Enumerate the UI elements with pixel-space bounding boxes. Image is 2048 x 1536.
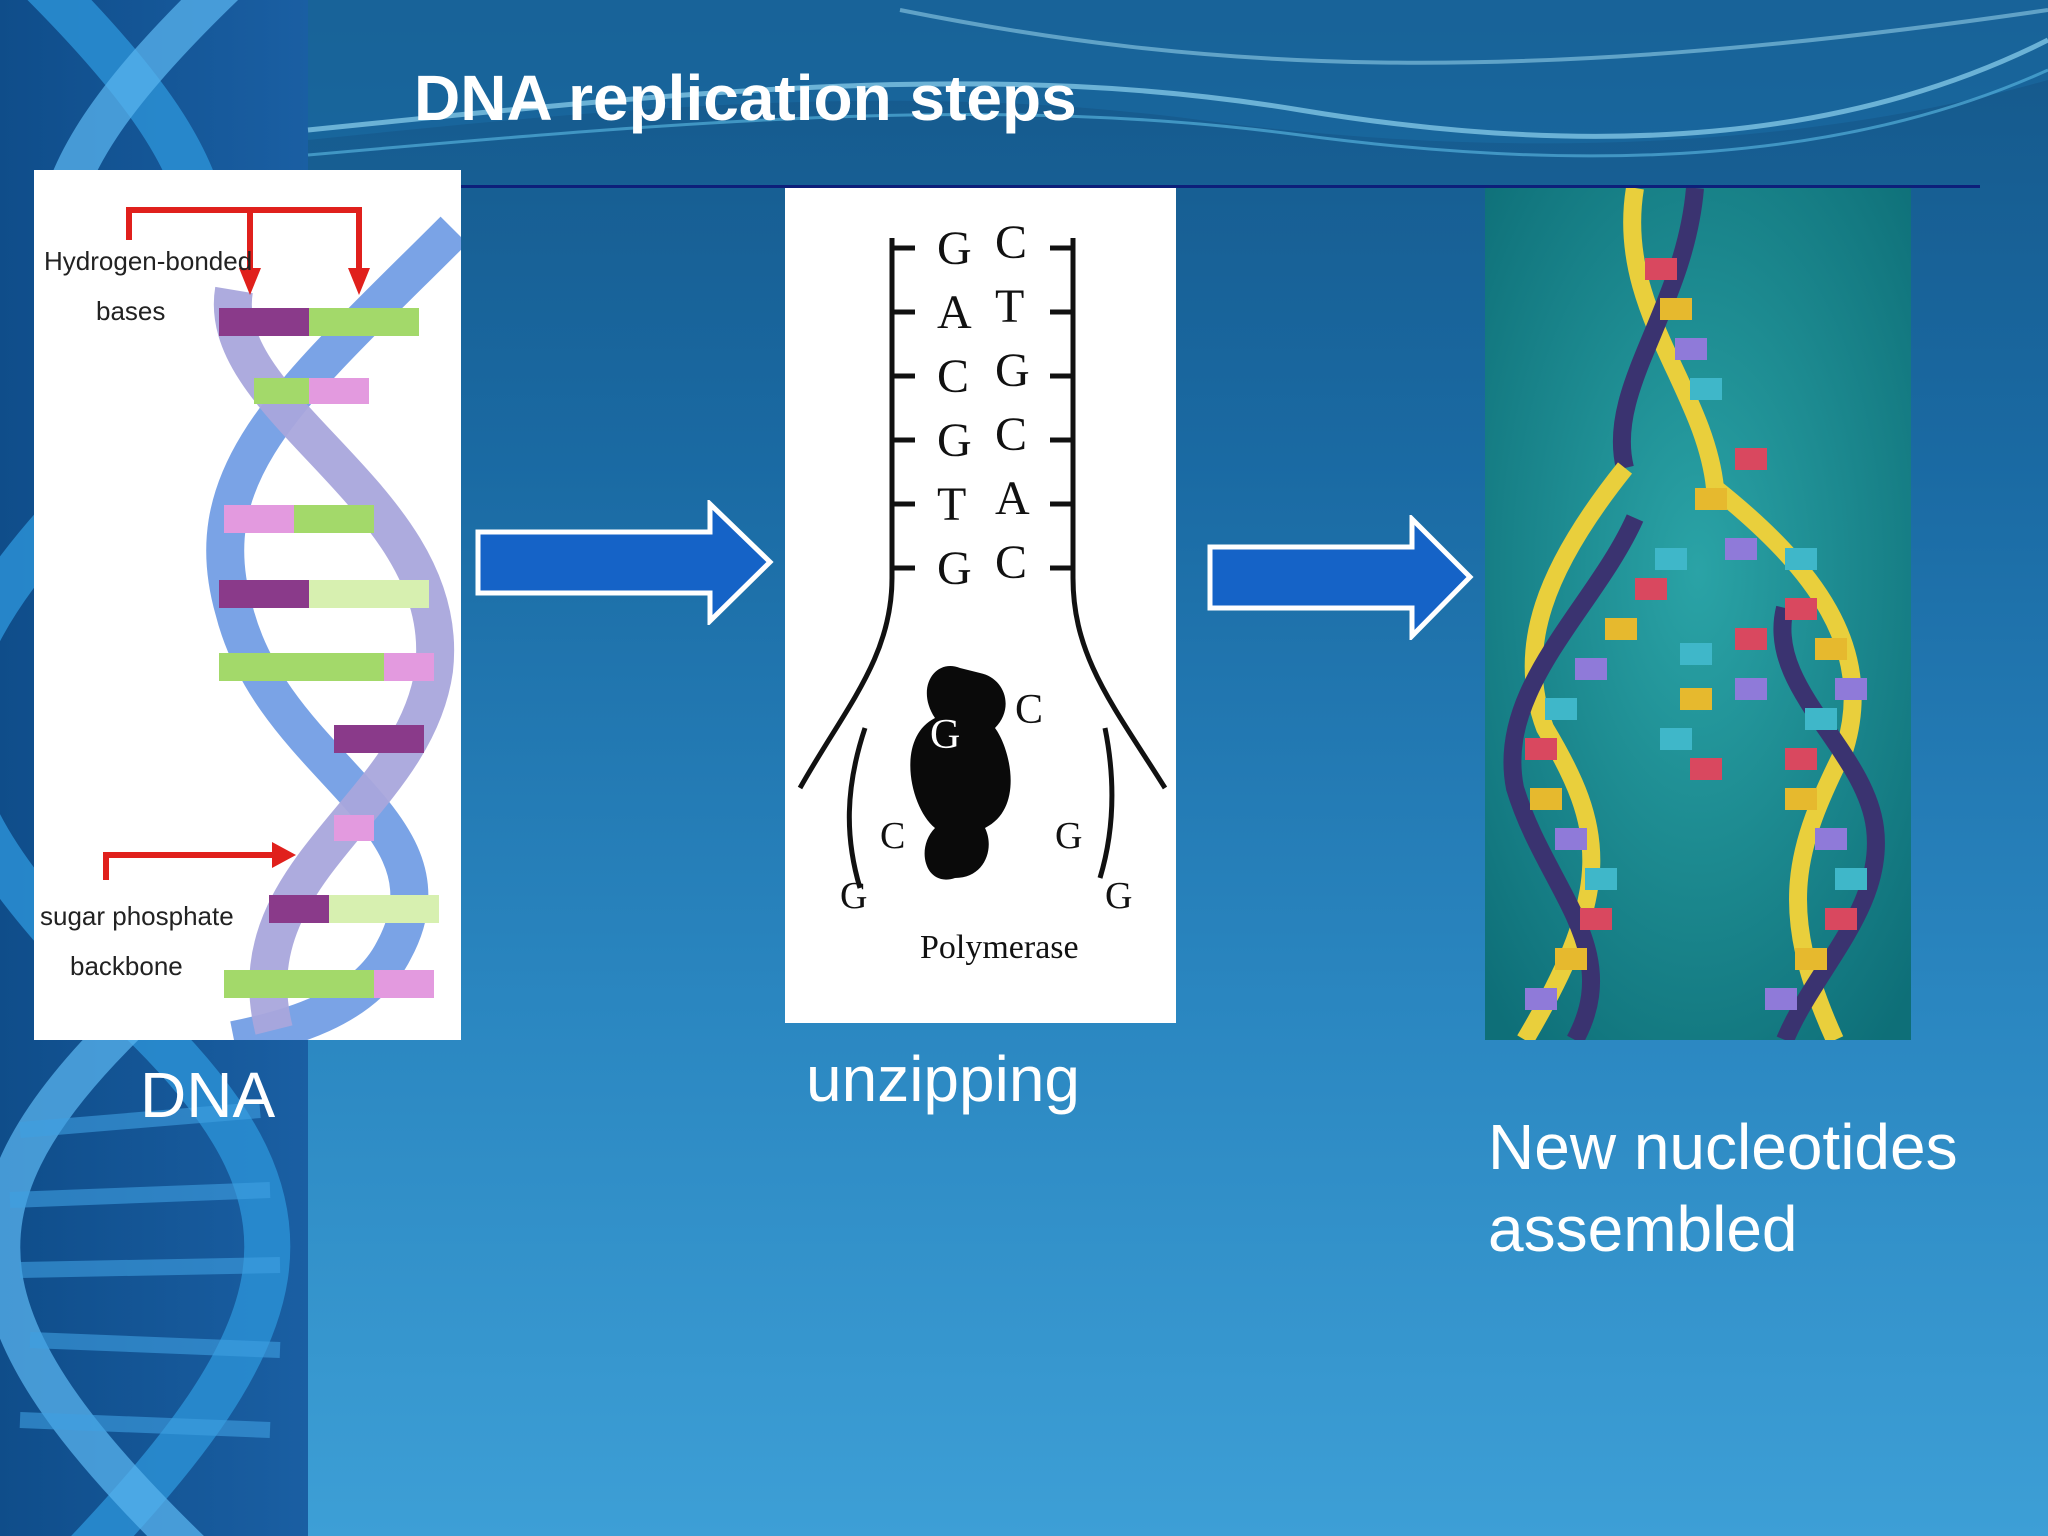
nucleotide-tile <box>1815 828 1847 850</box>
label-sugar-phosphate-line2: backbone <box>70 951 183 981</box>
nucleotide-tile <box>1690 758 1722 780</box>
left-strand-base: C <box>937 350 969 403</box>
label-sugar-phosphate-line1: sugar phosphate <box>40 901 234 931</box>
replicating-dna-image <box>1485 188 1911 1040</box>
nucleotide-tile <box>1835 678 1867 700</box>
caption-new-nucleotides-line2: assembled <box>1488 1193 1798 1265</box>
nucleotide-tile <box>1735 678 1767 700</box>
nucleotide-tile <box>1785 788 1817 810</box>
nucleotide-tile <box>1555 948 1587 970</box>
left-strand-base: G <box>937 414 972 467</box>
nucleotide-tile <box>1825 908 1857 930</box>
nucleotide-tile <box>1735 448 1767 470</box>
svg-text:G: G <box>1105 875 1132 917</box>
caption-unzipping: unzipping <box>806 1043 1080 1115</box>
svg-text:G: G <box>930 712 960 758</box>
right-strand-base: G <box>995 344 1030 397</box>
svg-text:G: G <box>1055 815 1082 857</box>
nucleotide-tile <box>1765 988 1797 1010</box>
label-hydrogen-bonded-bases-line2: bases <box>96 296 165 326</box>
caption-dna: DNA <box>140 1059 276 1131</box>
nucleotide-tile <box>1525 738 1557 760</box>
left-strand-base: G <box>937 222 972 275</box>
nucleotide-tile <box>1660 298 1692 320</box>
nucleotide-tile <box>1555 828 1587 850</box>
left-strand-base: G <box>937 542 972 595</box>
right-strand-base: C <box>995 216 1027 269</box>
nucleotide-tile <box>1835 868 1867 890</box>
nucleotide-tile <box>1645 258 1677 280</box>
svg-text:G: G <box>840 875 867 917</box>
nucleotide-tile <box>1525 988 1557 1010</box>
nucleotide-tile <box>1680 643 1712 665</box>
left-strand-base: A <box>937 286 972 339</box>
dna-double-helix-image: Hydrogen-bonded bases sugar phosphate ba… <box>34 170 461 1040</box>
slide-title: DNA replication steps <box>414 62 1077 134</box>
caption-new-nucleotides-line1: New nucleotides <box>1488 1111 1958 1183</box>
nucleotide-tile <box>1690 378 1722 400</box>
right-strand-base: C <box>995 408 1027 461</box>
right-strand-base: C <box>995 536 1027 589</box>
nucleotide-tile <box>1785 598 1817 620</box>
nucleotide-tile <box>1785 548 1817 570</box>
nucleotide-tile <box>1785 748 1817 770</box>
nucleotide-tile <box>1695 488 1727 510</box>
polymerase-enzyme-shape <box>910 666 1011 880</box>
nucleotide-tile <box>1660 728 1692 750</box>
nucleotide-tile <box>1530 788 1562 810</box>
nucleotide-tile <box>1735 628 1767 650</box>
left-strand-base: T <box>937 478 966 531</box>
step-arrow-1 <box>475 500 774 625</box>
title-underline <box>460 185 1980 188</box>
nucleotide-tile <box>1635 578 1667 600</box>
polymerase-label: Polymerase <box>920 929 1079 966</box>
right-strand-base: A <box>995 472 1030 525</box>
nucleotide-tile <box>1725 538 1757 560</box>
label-hydrogen-bonded-bases-line1: Hydrogen-bonded <box>44 246 252 276</box>
nucleotide-tile <box>1605 618 1637 640</box>
nucleotide-tile <box>1580 908 1612 930</box>
nucleotide-tile <box>1545 698 1577 720</box>
nucleotide-tile <box>1675 338 1707 360</box>
nucleotide-tile <box>1585 868 1617 890</box>
svg-text:C: C <box>880 815 905 857</box>
nucleotide-tile <box>1680 688 1712 710</box>
nucleotide-tile <box>1805 708 1837 730</box>
nucleotide-tile <box>1655 548 1687 570</box>
step-arrow-2 <box>1207 515 1474 640</box>
svg-text:C: C <box>1015 687 1043 733</box>
nucleotide-tile <box>1815 638 1847 660</box>
nucleotide-tile <box>1795 948 1827 970</box>
header-wave-decoration <box>307 0 2048 158</box>
nucleotide-tile <box>1575 658 1607 680</box>
right-strand-base: T <box>995 280 1024 333</box>
caption-new-nucleotides: New nucleotides assembled <box>1488 1106 1958 1270</box>
